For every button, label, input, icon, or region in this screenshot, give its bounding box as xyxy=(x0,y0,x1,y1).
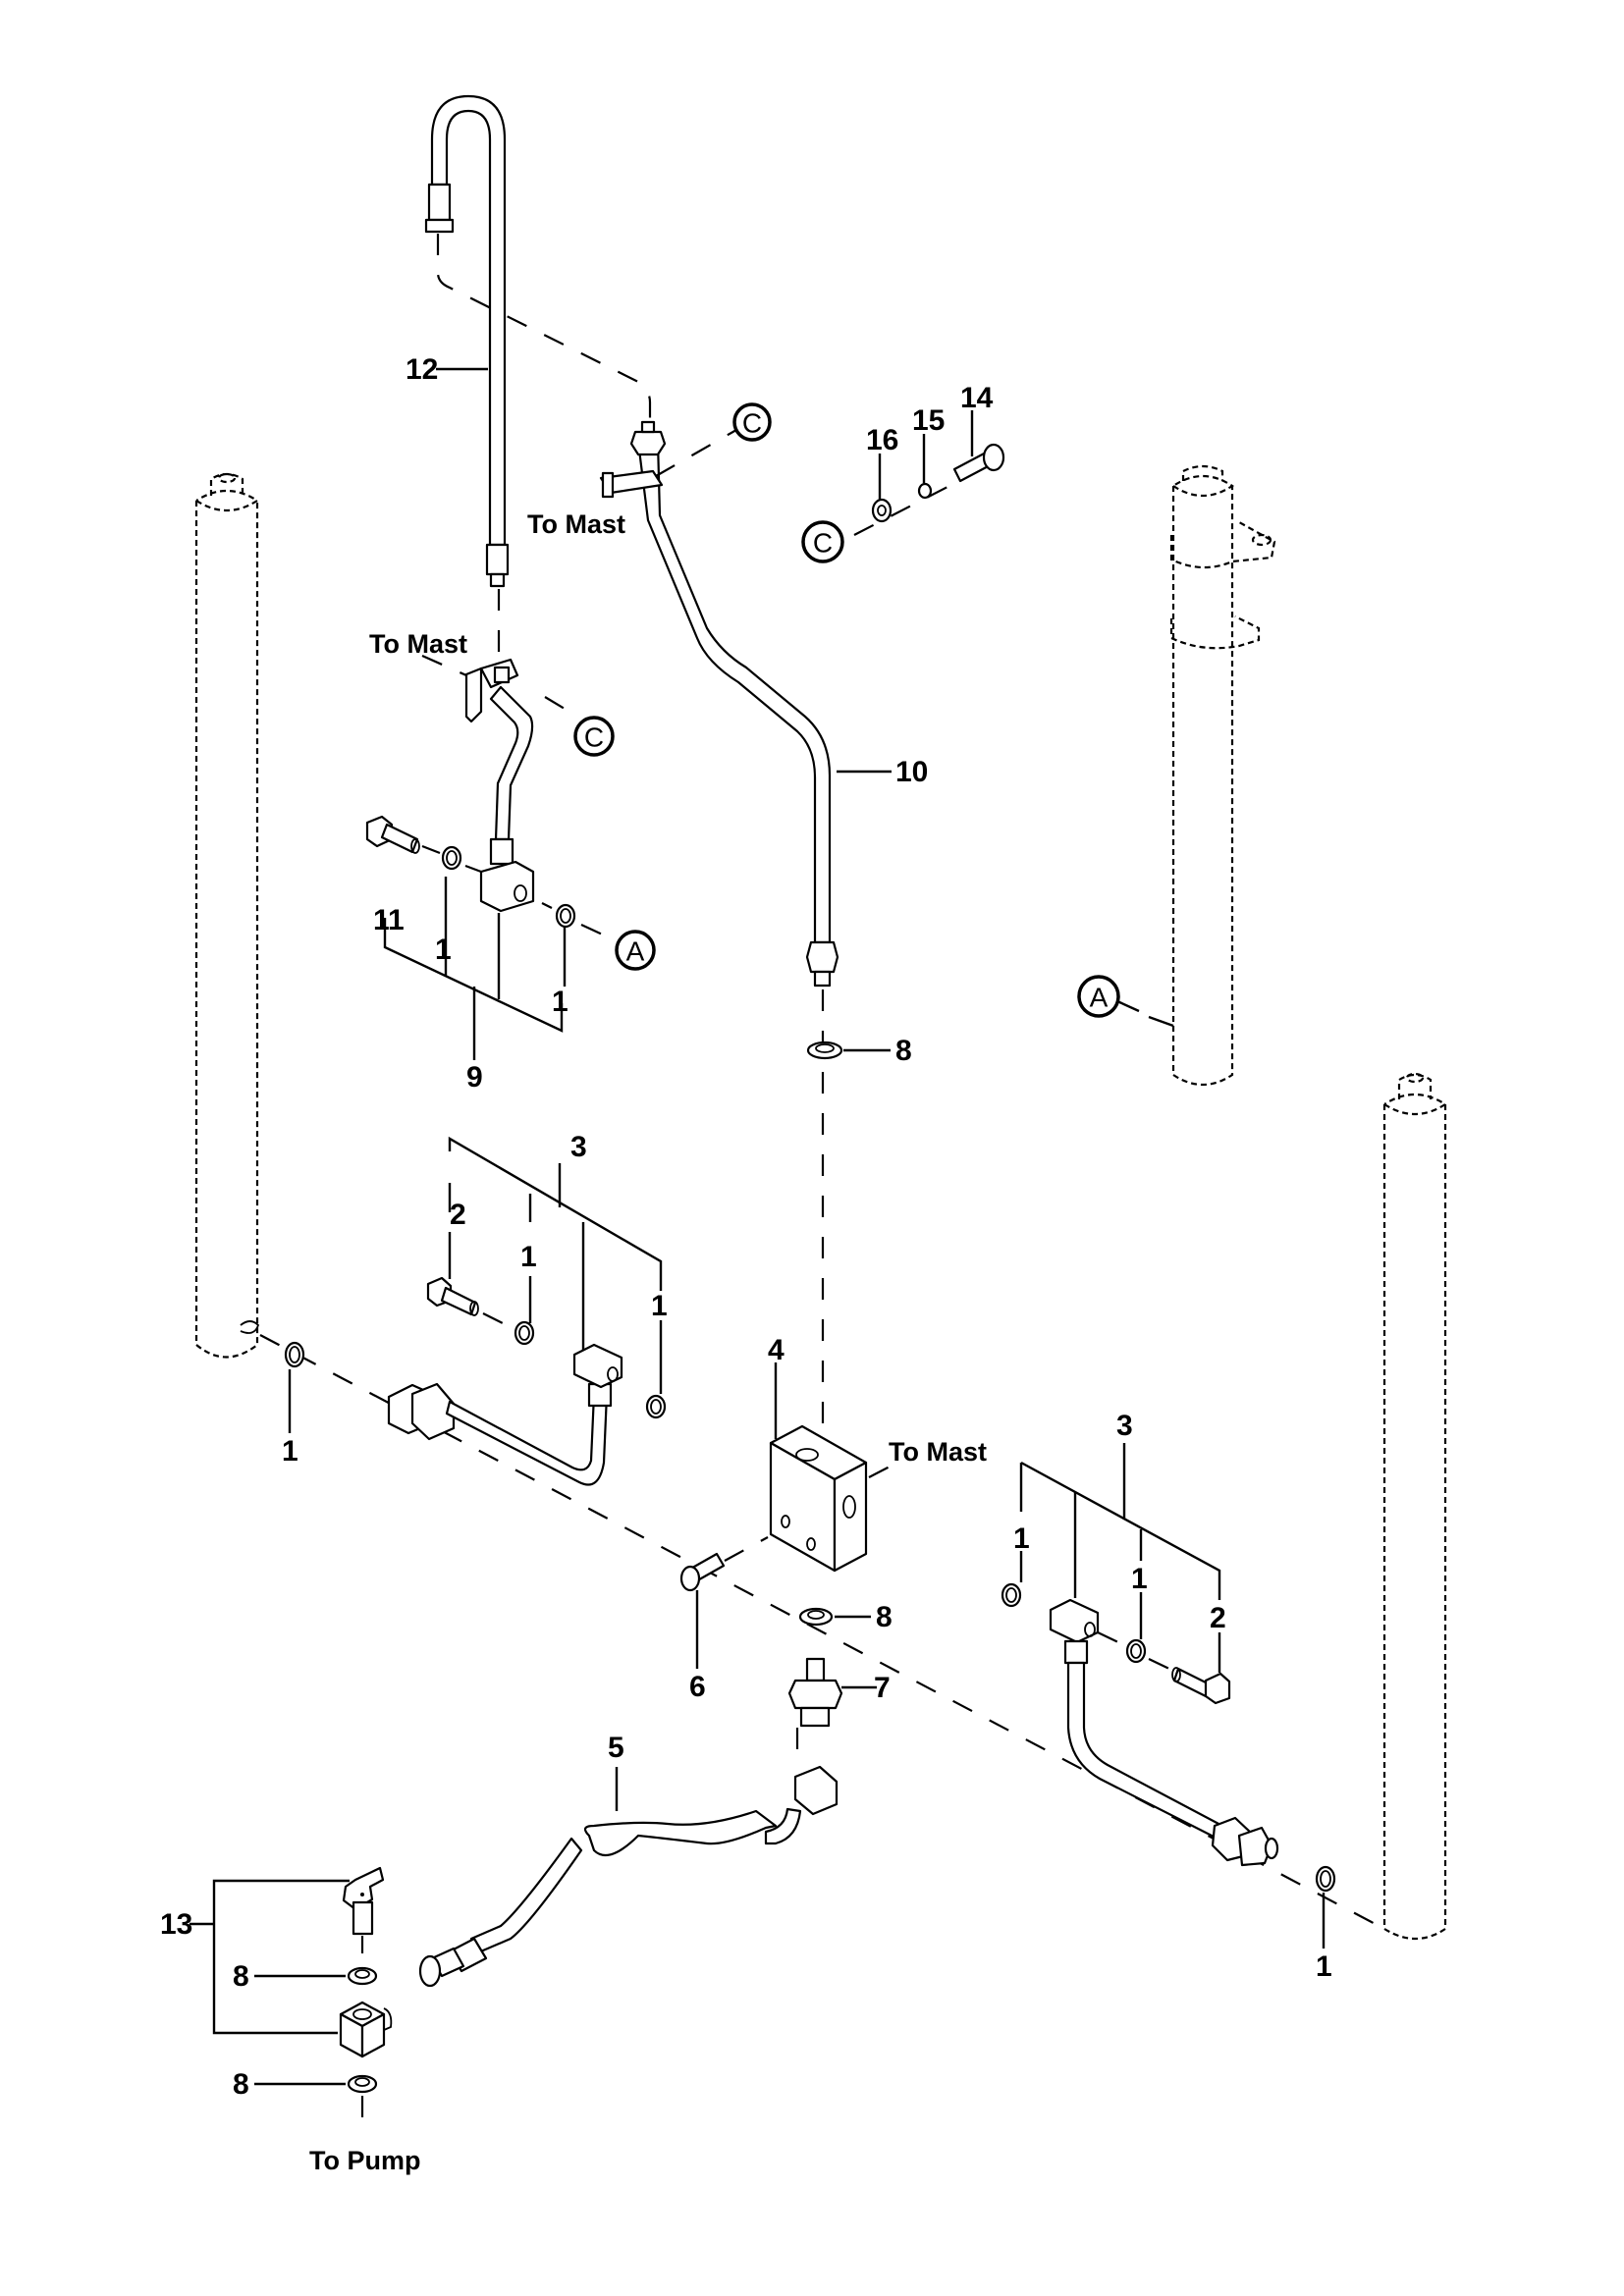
mast-cylinder xyxy=(1169,464,1276,1086)
bracket-13 xyxy=(189,1879,350,2086)
label-to-mast-top: To Mast xyxy=(527,509,625,539)
dashed-asm9-axis xyxy=(421,844,610,938)
part-1-oring-asm9-left xyxy=(441,845,462,871)
dashed-to-mast-mid xyxy=(421,654,467,677)
callout-6: 6 xyxy=(689,1671,706,1703)
part-8-washer-13-lower xyxy=(347,2074,378,2094)
callout-8-block: 8 xyxy=(876,1601,893,1633)
bracket-3-left xyxy=(448,1136,663,1394)
part-8-washer-top xyxy=(806,1041,843,1060)
part-15-lockwasher xyxy=(917,482,933,500)
svg-text:A: A xyxy=(1090,983,1109,1013)
dashed-main-axis xyxy=(259,1334,1385,1930)
part-2-bolt-right xyxy=(1171,1667,1231,1705)
part-9-tube-assembly xyxy=(464,658,535,913)
callout-11: 11 xyxy=(373,904,405,936)
part-3-tube-assembly-left xyxy=(387,1343,623,1486)
part-7-adapter xyxy=(787,1657,843,1728)
svg-text:C: C xyxy=(813,528,833,559)
part-11-bolt xyxy=(365,815,420,854)
callout-1-asm3L-mid: 1 xyxy=(520,1241,537,1273)
part-6-capscrew xyxy=(679,1552,726,1592)
callout-3-left: 3 xyxy=(570,1131,587,1163)
dashed-asm3R xyxy=(1097,1631,1174,1672)
label-to-mast-block: To Mast xyxy=(889,1437,987,1467)
callout-9: 9 xyxy=(466,1061,483,1094)
callout-8-13-lower: 8 xyxy=(233,2068,249,2101)
callout-2-right: 2 xyxy=(1210,1602,1226,1634)
callout-8-13-upper: 8 xyxy=(233,1960,249,1993)
callout-16: 16 xyxy=(866,424,898,456)
dashed-c-mid xyxy=(544,696,570,713)
callout-5: 5 xyxy=(608,1732,624,1764)
part-1-oring-asm3R-left xyxy=(1001,1582,1022,1608)
callout-1-asm9-right: 1 xyxy=(552,986,568,1018)
ref-a-right: A xyxy=(1077,975,1120,1018)
ref-a-left: A xyxy=(615,930,656,971)
dashed-c-top xyxy=(655,429,737,477)
dashed-to-mast-block xyxy=(868,1464,894,1478)
callout-1-asm3L-right: 1 xyxy=(651,1290,668,1322)
svg-text:A: A xyxy=(626,936,645,967)
callout-8-top: 8 xyxy=(895,1035,912,1067)
callout-15: 15 xyxy=(912,404,945,437)
part-2-bolt-left xyxy=(426,1276,479,1316)
part-10-tube xyxy=(599,420,839,988)
part-1-oring-asm9-right xyxy=(555,903,576,929)
callout-2-left: 2 xyxy=(450,1199,466,1231)
part-4-manifold-block xyxy=(769,1424,868,1573)
part-16-washer xyxy=(871,498,893,523)
part-3-tube-assembly-right xyxy=(1049,1598,1279,1867)
callout-7: 7 xyxy=(874,1672,891,1704)
callout-3-right: 3 xyxy=(1116,1410,1133,1442)
part-1-oring-asm3L-right xyxy=(645,1394,667,1419)
part-14-capscrew xyxy=(952,443,1005,483)
callout-1-asm3R-left: 1 xyxy=(1013,1522,1030,1555)
callout-1-asm3R-mid: 1 xyxy=(1131,1563,1148,1595)
dashed-connect-12 xyxy=(436,234,652,424)
callout-4: 4 xyxy=(768,1334,785,1366)
leader-a-right xyxy=(1116,999,1174,1028)
bracket-3-right xyxy=(1019,1443,1221,1673)
svg-text:C: C xyxy=(742,408,762,439)
svg-text:C: C xyxy=(584,722,604,753)
right-lift-cylinder xyxy=(1382,1072,1448,1940)
ref-c-mid: C xyxy=(573,716,615,757)
callout-10: 10 xyxy=(895,756,928,788)
dashed-asm3L-bolt xyxy=(482,1312,512,1328)
label-to-pump: To Pump xyxy=(309,2146,420,2175)
part-8-washer-13-upper xyxy=(347,1966,378,1986)
part-1-oring-asm3L-mid xyxy=(514,1320,535,1346)
callout-14: 14 xyxy=(960,382,994,414)
callout-1-asm9-left: 1 xyxy=(435,934,452,966)
ref-c-top: C xyxy=(732,402,772,442)
part-1-oring-right-cyl xyxy=(1315,1865,1336,1893)
dashed-6 xyxy=(724,1536,769,1562)
left-lift-cylinder xyxy=(194,472,260,1359)
ref-c-washers: C xyxy=(801,520,844,563)
callout-13: 13 xyxy=(160,1908,192,1941)
callout-12: 12 xyxy=(406,353,438,386)
callout-1-right-cyl: 1 xyxy=(1316,1950,1332,1983)
part-1-oring-left-cyl xyxy=(284,1341,305,1368)
part-12-tube xyxy=(424,94,510,588)
part-13-banjo-assembly xyxy=(342,1866,385,1936)
bracket-9 xyxy=(383,877,567,1060)
part-1-oring-asm3R-mid xyxy=(1125,1638,1147,1664)
part-13-banjo-block xyxy=(339,2001,393,2058)
label-to-mast-mid: To Mast xyxy=(369,629,467,659)
part-5-hose xyxy=(418,1765,839,1988)
callout-1-left-cyl: 1 xyxy=(282,1435,298,1468)
part-8-washer-block xyxy=(798,1607,834,1627)
